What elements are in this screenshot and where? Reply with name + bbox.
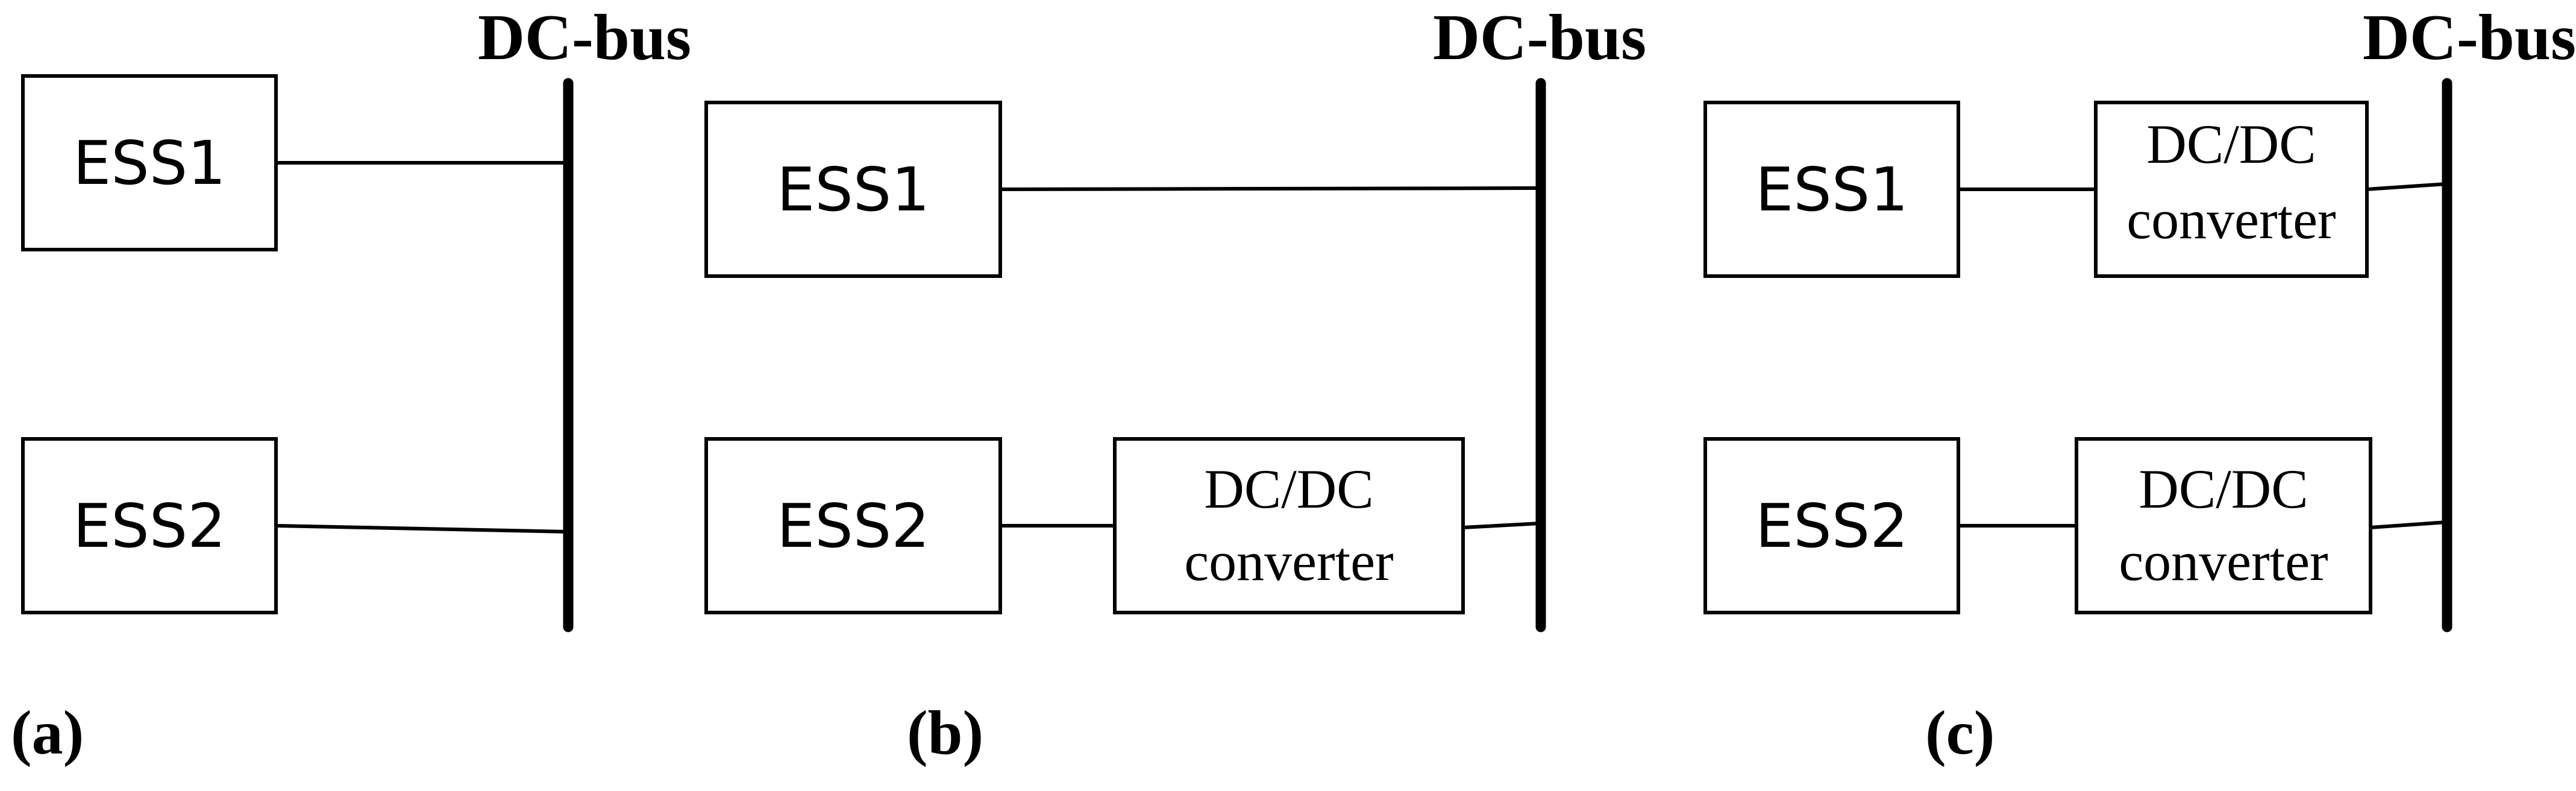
converter2-box-c: DC/DC converter: [2075, 437, 2372, 614]
wire-converter2-bus-c: [2370, 520, 2448, 529]
converter1-line1-c: DC/DC: [2146, 113, 2316, 175]
ess2-label-c: ESS2: [1755, 491, 1908, 561]
dc-bus-label-a: DC-bus: [478, 2, 691, 74]
dc-bus-label-c: DC-bus: [2363, 2, 2576, 74]
dc-bus-label-b: DC-bus: [1433, 2, 1646, 74]
ess1-label-b: ESS1: [777, 154, 930, 225]
converter2-line1-b: DC/DC: [1204, 458, 1373, 520]
wire-converter1-bus-c: [2366, 182, 2448, 191]
converter2-line2-c: converter: [2119, 531, 2328, 592]
panel-a: DC-bus ESS1 ESS2 (a): [11, 2, 691, 767]
ess1-label-a: ESS1: [73, 128, 226, 198]
ess2-box-c: ESS2: [1703, 437, 1960, 614]
ess2-box-b: ESS2: [704, 437, 1002, 614]
wire-ess1-bus-b: [1000, 186, 1541, 191]
panel-label-a: (a): [11, 698, 84, 767]
converter2-line2-b: converter: [1184, 531, 1393, 592]
ess2-label-a: ESS2: [73, 491, 226, 561]
panel-c: DC-bus ESS1 DC/DC converter ESS2 DC/DC c…: [1703, 2, 2576, 767]
converter2-line1-c: DC/DC: [2139, 458, 2308, 520]
ess1-box-b: ESS1: [704, 101, 1002, 278]
converter1-box-c: DC/DC converter: [2094, 101, 2369, 278]
ess1-box-c: ESS1: [1703, 101, 1960, 278]
ess2-box-a: ESS2: [21, 437, 278, 614]
wire-ess2-bus-a: [275, 524, 569, 534]
panel-b: DC-bus ESS1 ESS2 DC/DC converter (b): [704, 2, 1646, 767]
panel-label-c: (c): [1925, 698, 1995, 767]
ess1-box-a: ESS1: [21, 74, 278, 251]
converter2-box-b: DC/DC converter: [1113, 437, 1465, 614]
ess1-label-c: ESS1: [1755, 154, 1908, 225]
wire-converter2-bus-b: [1462, 522, 1541, 529]
converter1-line2-c: converter: [2126, 189, 2336, 250]
panel-label-b: (b): [907, 698, 983, 767]
ess2-label-b: ESS2: [777, 491, 930, 561]
